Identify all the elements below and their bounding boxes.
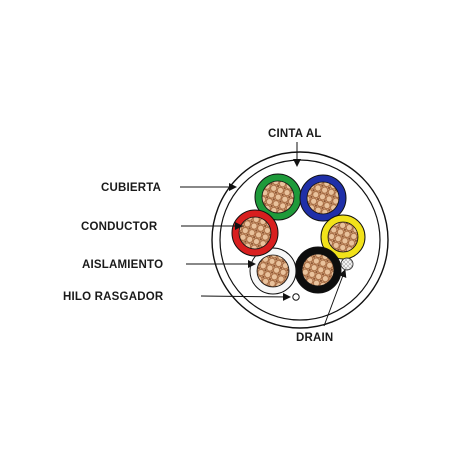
conductor-green <box>254 173 302 221</box>
tape-label: CINTA AL <box>268 128 322 140</box>
conductor-group <box>231 173 366 295</box>
conductor-red <box>231 209 279 257</box>
drain-arrow <box>323 269 347 327</box>
ripcord-label: HILO RASGADOR <box>63 291 164 303</box>
conductor-yellow <box>320 214 366 260</box>
conductor-white <box>249 247 297 295</box>
ripcord <box>292 293 300 301</box>
ripcord-arrow <box>200 292 291 301</box>
conductor-black <box>294 246 342 294</box>
insulation-label: AISLAMIENTO <box>82 259 163 271</box>
conductor-label: CONDUCTOR <box>81 221 158 233</box>
conductor-blue <box>299 174 347 222</box>
jacket-label: CUBIERTA <box>101 182 161 194</box>
drain-label: DRAIN <box>296 332 333 344</box>
drain-wire <box>340 257 354 271</box>
